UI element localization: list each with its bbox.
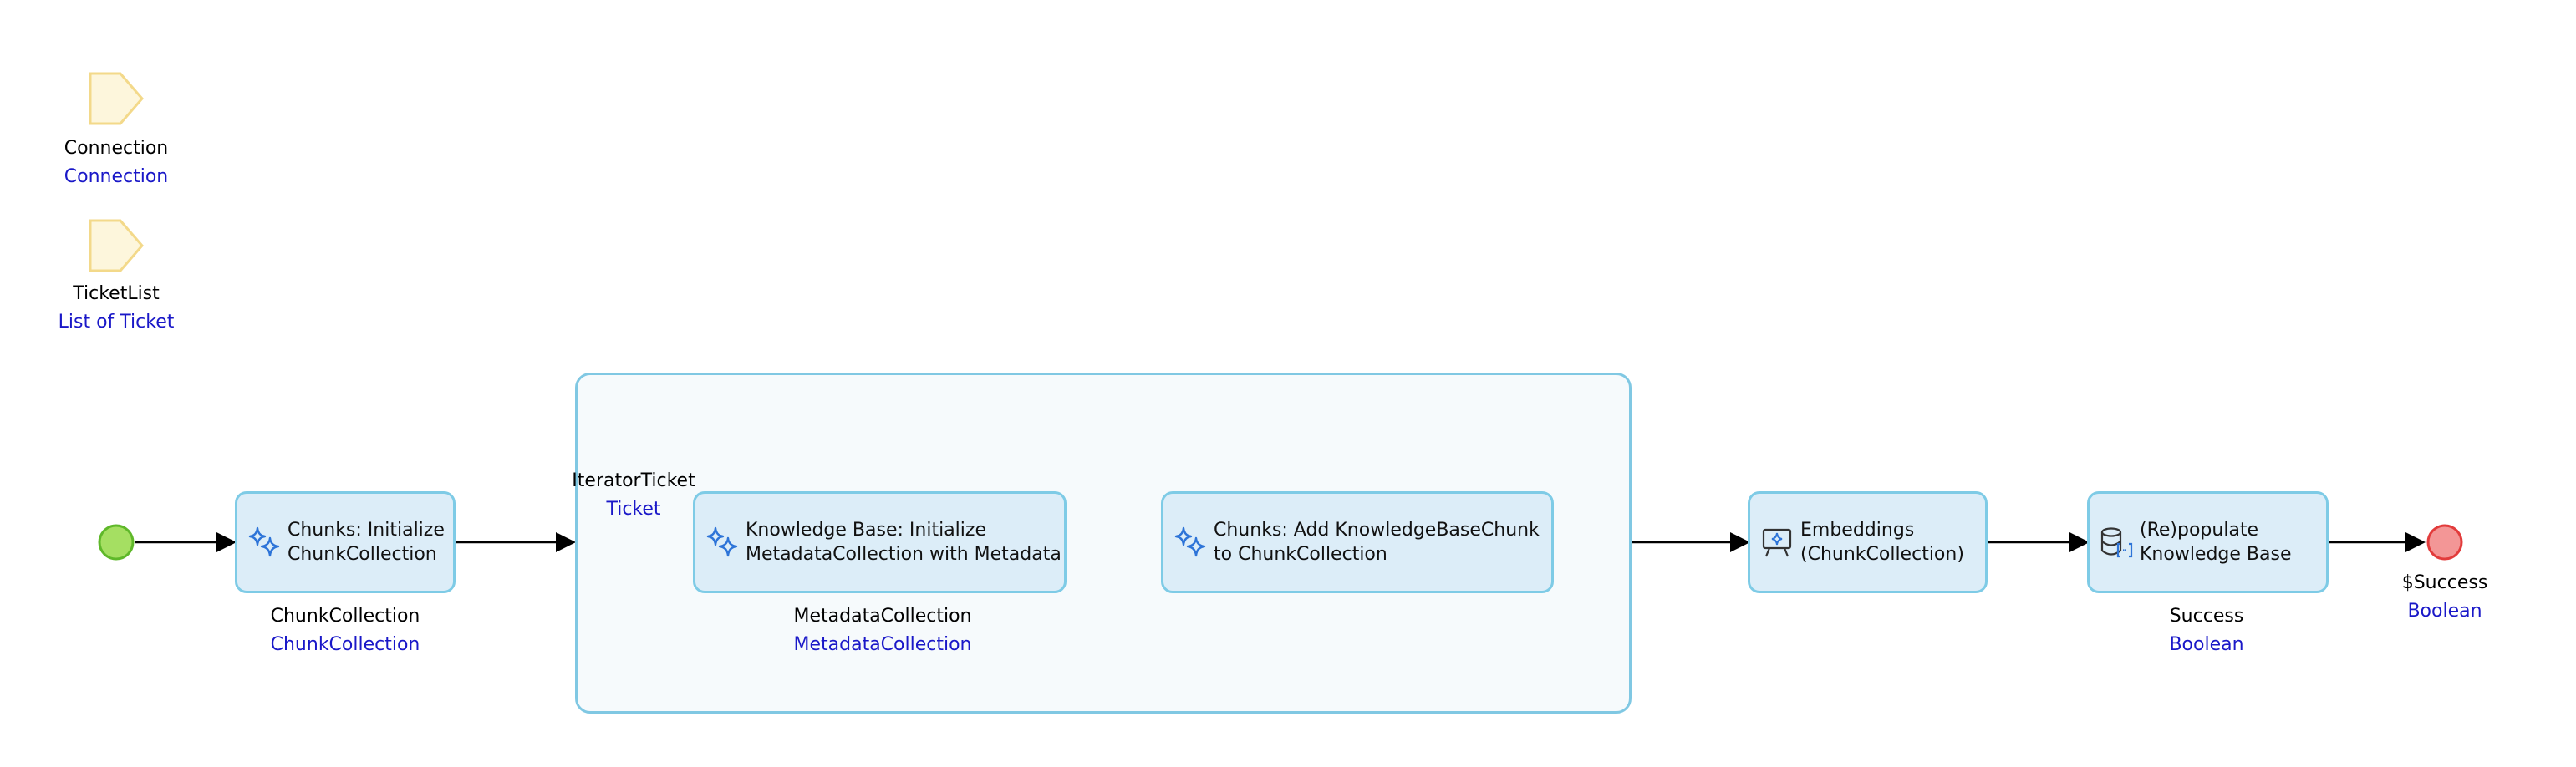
activity-output-type: MetadataCollection <box>793 634 972 655</box>
activity-chunks-add[interactable]: Chunks: Add KnowledgeBaseChunk to ChunkC… <box>1161 491 1554 593</box>
arrowhead <box>216 532 237 552</box>
arrowhead <box>2069 532 2090 552</box>
database-icon <box>2098 524 2135 561</box>
activity-output-type: ChunkCollection <box>270 634 420 655</box>
iterator-type: Ticket <box>606 499 661 520</box>
sparkle-icon <box>246 524 283 561</box>
iterator-name: IteratorTicket <box>572 470 695 491</box>
activity-output-type: Boolean <box>2169 634 2244 655</box>
parameter-name: TicketList <box>73 283 160 304</box>
parameter-shape <box>89 72 144 125</box>
arrowhead <box>1730 532 1750 552</box>
end-event <box>2426 524 2463 561</box>
activity-chunks-initialize[interactable]: Chunks: Initialize ChunkCollection <box>235 491 456 593</box>
activity-title: Embeddings (ChunkCollection) <box>1800 520 1964 565</box>
activity-output-name: Success <box>2169 606 2244 627</box>
presentation-board-icon <box>1759 524 1795 561</box>
parameter-shape <box>89 219 144 272</box>
activity-title: Knowledge Base: Initialize MetadataColle… <box>746 520 1061 565</box>
activity-repopulate-knowledge-base[interactable]: (Re)populate Knowledge Base <box>2087 491 2329 593</box>
parameter-name: Connection <box>64 138 169 159</box>
activity-title: (Re)populate Knowledge Base <box>2140 520 2292 565</box>
start-event <box>98 524 135 561</box>
sparkle-icon <box>1172 524 1209 561</box>
end-event-name: $Success <box>2401 572 2488 593</box>
activity-output-name: ChunkCollection <box>270 606 420 627</box>
arrowhead <box>556 532 576 552</box>
arrowhead <box>2405 532 2426 552</box>
parameter-type: List of Ticket <box>58 312 175 333</box>
activity-title: Chunks: Add KnowledgeBaseChunk to ChunkC… <box>1214 520 1540 565</box>
activity-knowledge-base-initialize[interactable]: Knowledge Base: Initialize MetadataColle… <box>693 491 1067 593</box>
sparkle-icon <box>704 524 741 561</box>
activity-output-name: MetadataCollection <box>793 606 972 627</box>
activity-title: Chunks: Initialize ChunkCollection <box>288 520 445 565</box>
parameter-type: Connection <box>64 166 169 187</box>
end-event-type: Boolean <box>2407 601 2482 622</box>
activity-embeddings[interactable]: Embeddings (ChunkCollection) <box>1748 491 1988 593</box>
